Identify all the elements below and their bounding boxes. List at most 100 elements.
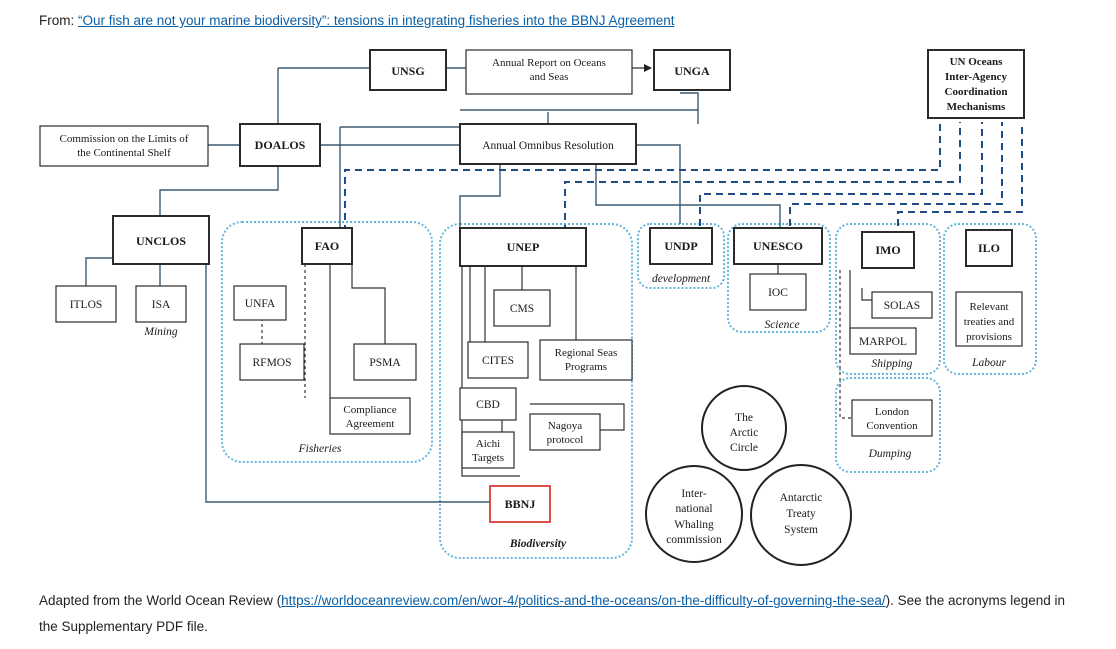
psma-box: PSMA — [353, 343, 417, 381]
rfmos-label: RFMOS — [253, 357, 292, 369]
london-line2: Convention — [866, 420, 918, 432]
undp-box: UNDP — [649, 227, 713, 265]
iwc-node: Inter- national Whaling commission — [645, 465, 743, 563]
fao-box: FAO — [301, 227, 353, 265]
relevant-line3: provisions — [966, 331, 1012, 343]
development-group — [637, 223, 725, 289]
unesco-label: UNESCO — [753, 239, 803, 253]
isa-box: ISA — [135, 285, 187, 323]
ilo-box: ILO — [965, 229, 1013, 267]
marpol-label: MARPOL — [859, 336, 907, 348]
relevant-line2: treaties and — [964, 316, 1015, 328]
source-prefix: From: — [39, 13, 78, 28]
unsg-box: UNSG — [369, 49, 447, 91]
rfmos-box: RFMOS — [239, 343, 305, 381]
unclos-label: UNCLOS — [136, 234, 186, 248]
un-oceans-line4: Mechanisms — [947, 101, 1006, 113]
cms-label: CMS — [510, 303, 534, 315]
shipping-group — [835, 223, 941, 375]
imo-box: IMO — [861, 231, 915, 269]
article-link[interactable]: “Our fish are not your marine biodiversi… — [78, 13, 675, 28]
doalos-label: DOALOS — [255, 138, 306, 152]
labour-label: Labour — [971, 357, 1006, 369]
unesco-box: UNESCO — [733, 227, 823, 265]
itlos-label: ITLOS — [70, 299, 103, 311]
fisheries-label: Fisheries — [298, 443, 342, 455]
iwc-line1: Inter- — [681, 488, 706, 500]
arctic-line3: Circle — [730, 442, 758, 454]
solas-label: SOLAS — [884, 300, 920, 312]
figure-caption: Adapted from the World Ocean Review (htt… — [39, 588, 1079, 640]
antarctic-line2: Treaty — [786, 508, 816, 520]
annual-report-line2: and Seas — [530, 71, 569, 83]
iwc-line4: commission — [666, 534, 722, 546]
ioc-box: IOC — [749, 273, 807, 311]
un-oceans-box: UN Oceans Inter-Agency Coordination Mech… — [927, 49, 1025, 119]
cbd-label: CBD — [476, 399, 500, 411]
ioc-label: IOC — [768, 287, 788, 299]
cites-box: CITES — [467, 341, 529, 379]
fisheries-group — [221, 221, 433, 463]
omnibus-box: Annual Omnibus Resolution — [459, 123, 637, 165]
annual-report-box: Annual Report on Oceans and Seas — [465, 49, 633, 95]
annual-report-line1: Annual Report on Oceans — [492, 57, 606, 69]
unga-box: UNGA — [653, 49, 731, 91]
compliance-line1: Compliance — [343, 404, 396, 416]
caption-after: ). See the acronyms legend in the Supple… — [39, 593, 1066, 634]
world-ocean-review-link[interactable]: https://worldoceanreview.com/en/wor-4/po… — [281, 593, 886, 608]
unfa-box: UNFA — [233, 285, 287, 321]
antarctic-node: Antarctic Treaty System — [750, 464, 852, 566]
shipping-label: Shipping — [872, 358, 913, 370]
unsg-label: UNSG — [391, 64, 424, 78]
governance-diagram: UNSG Annual Report on Oceans and Seas UN… — [39, 49, 1037, 566]
iwc-line3: Whaling — [674, 519, 714, 531]
un-oceans-line1: UN Oceans — [950, 56, 1004, 68]
london-line1: London — [875, 406, 910, 418]
cms-box: CMS — [493, 289, 551, 327]
psma-label: PSMA — [369, 357, 401, 369]
mining-label: Mining — [143, 326, 177, 338]
relevant-line1: Relevant — [969, 301, 1008, 313]
source-line: From: “Our fish are not your marine biod… — [39, 13, 675, 28]
regional-seas-box: Regional Seas Programs — [539, 339, 633, 381]
unfa-label: UNFA — [245, 298, 276, 310]
aichi-line2: Targets — [472, 452, 504, 464]
arctic-line1: The — [735, 412, 753, 424]
science-label: Science — [764, 319, 799, 331]
unep-box: UNEP — [459, 227, 587, 267]
aichi-line1: Aichi — [476, 438, 500, 450]
solas-box: SOLAS — [871, 291, 933, 319]
dumping-group — [835, 377, 941, 473]
relevant-treaties-box: Relevant treaties and provisions — [955, 291, 1023, 347]
cbd-box: CBD — [459, 387, 517, 421]
london-box: London Convention — [851, 399, 933, 437]
biodiversity-group — [439, 223, 633, 559]
doalos-box: DOALOS — [239, 123, 321, 167]
unep-label: UNEP — [507, 240, 540, 254]
clcs-box: Commission on the Limits of the Continen… — [39, 125, 209, 167]
science-group — [727, 223, 831, 333]
regional-seas-line2: Programs — [565, 361, 607, 373]
unclos-box: UNCLOS — [112, 215, 210, 265]
caption-before: Adapted from the World Ocean Review ( — [39, 593, 282, 608]
marpol-box: MARPOL — [849, 327, 917, 355]
biodiversity-label: Biodiversity — [509, 538, 567, 550]
fao-label: FAO — [315, 239, 339, 253]
nagoya-line1: Nagoya — [548, 420, 582, 432]
isa-label: ISA — [152, 299, 171, 311]
antarctic-line1: Antarctic — [780, 492, 823, 504]
unga-label: UNGA — [674, 64, 710, 78]
un-oceans-line2: Inter-Agency — [945, 71, 1007, 83]
arctic-circle-node: The Arctic Circle — [701, 385, 787, 471]
clcs-line1: Commission on the Limits of — [60, 133, 189, 145]
nagoya-box: Nagoya protocol — [529, 413, 601, 451]
omnibus-label: Annual Omnibus Resolution — [482, 140, 614, 152]
un-oceans-line3: Coordination — [945, 86, 1008, 98]
compliance-line2: Agreement — [346, 418, 395, 430]
labour-group — [943, 223, 1037, 375]
itlos-box: ITLOS — [55, 285, 117, 323]
ilo-label: ILO — [978, 241, 1000, 255]
arctic-line2: Arctic — [730, 427, 759, 439]
dumping-label: Dumping — [868, 448, 912, 460]
undp-label: UNDP — [664, 239, 697, 253]
